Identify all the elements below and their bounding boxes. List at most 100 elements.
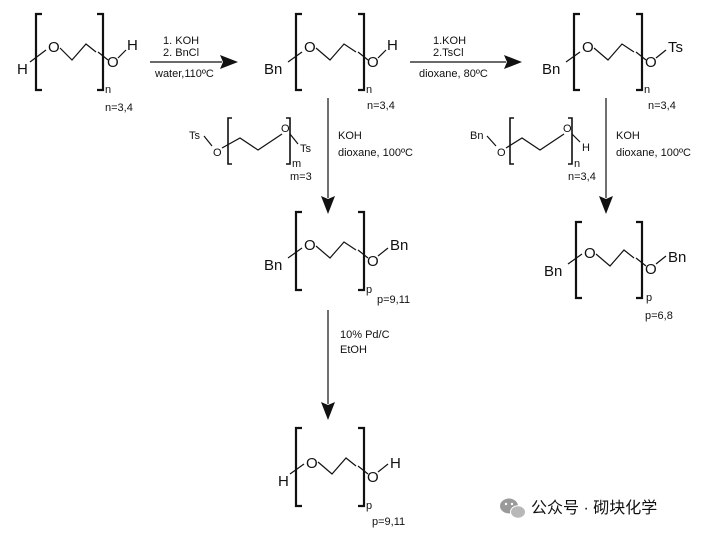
bracket-right — [636, 12, 644, 92]
bond — [287, 247, 303, 259]
bond-chain — [595, 249, 635, 267]
condition-line: EtOH — [340, 344, 367, 356]
atom-bn: Bn — [544, 263, 562, 280]
bond-chain — [315, 43, 357, 61]
bond — [377, 247, 389, 257]
bracket-left — [34, 12, 42, 92]
condition-line: dioxane, 100ºC — [338, 147, 413, 159]
atom-bn: Bn — [542, 61, 560, 78]
bracket-right — [636, 220, 644, 300]
atom-o: O — [563, 123, 572, 135]
bond — [203, 135, 213, 147]
condition-line: KOH — [338, 130, 362, 142]
bond — [357, 51, 369, 61]
compound-mono-benzyl-peg: Bn O O H n n=3,4 — [264, 12, 398, 112]
bond — [571, 133, 581, 143]
subscript-n: n — [105, 84, 111, 96]
bond — [377, 463, 389, 473]
condition-line: 10% Pd/C — [340, 329, 390, 341]
wechat-icon — [500, 498, 526, 519]
label-n-range: n=3,4 — [105, 102, 133, 114]
bracket-left — [572, 12, 580, 92]
atom-o: O — [306, 455, 318, 472]
bracket-right — [358, 12, 366, 92]
reaction-arrow-5: 10% Pd/C EtOH — [321, 310, 390, 420]
arrow-head — [220, 55, 238, 69]
condition-line: dioxane, 80ºC — [419, 68, 488, 80]
bond-chain — [59, 43, 97, 61]
bond — [289, 133, 299, 145]
atom-o: O — [48, 39, 60, 56]
arrow-head — [599, 196, 613, 214]
reagent-peg-ditosylate: Ts O O Ts m m=3 — [189, 117, 312, 183]
label-n-range: n=3,4 — [367, 100, 395, 112]
atom-h: H — [582, 142, 590, 154]
atom-o: O — [497, 147, 506, 159]
bond-chain — [593, 43, 635, 61]
bond — [567, 253, 583, 265]
subscript-p: p — [366, 500, 372, 512]
bond — [635, 51, 647, 61]
reaction-arrow-1: 1. KOH 2. BnCl water,110ºC — [150, 35, 238, 80]
bond — [29, 49, 47, 63]
bond — [357, 465, 369, 475]
bond — [635, 257, 647, 267]
bond — [97, 51, 109, 61]
reaction-arrow-2: 1.KOH 2.TsCl dioxane, 80ºC — [410, 35, 522, 80]
bond — [117, 49, 127, 59]
atom-ts: Ts — [189, 130, 201, 142]
bracket-left — [294, 210, 302, 292]
label-n-range: n=3,4 — [568, 171, 596, 183]
atom-h: H — [387, 37, 398, 54]
bond — [565, 51, 581, 63]
label-n-range: n=3,4 — [648, 100, 676, 112]
bracket-right — [358, 426, 366, 508]
bracket-right — [286, 117, 291, 165]
bond — [287, 51, 303, 63]
atom-h-left: H — [17, 61, 28, 78]
label-p-range: p=9,11 — [372, 516, 405, 528]
reagent-mono-benzyl-peg: Bn O O H n n=3,4 — [470, 117, 596, 183]
label-m-value: m=3 — [290, 171, 312, 183]
watermark: 公众号 · 砌块化学 — [500, 498, 657, 519]
atom-o: O — [367, 469, 379, 486]
bracket-right — [97, 12, 105, 92]
atom-h-left: H — [278, 473, 289, 490]
subscript-p: p — [366, 284, 372, 296]
bond-chain — [315, 241, 357, 259]
reaction-arrow-3: KOH dioxane, 100ºC — [321, 98, 413, 214]
bracket-right — [358, 210, 366, 292]
arrow-head — [321, 402, 335, 420]
condition-line: water,110ºC — [154, 68, 214, 80]
atom-o: O — [367, 253, 379, 270]
watermark-text: 公众号 · 砌块化学 — [531, 499, 657, 517]
bracket-left — [574, 220, 582, 300]
subscript-m: m — [292, 158, 301, 170]
atom-o: O — [107, 54, 119, 71]
bracket-left — [294, 12, 302, 92]
bond — [486, 135, 497, 147]
bond-chain — [221, 133, 283, 151]
bond — [655, 255, 667, 265]
label-p-range: p=9,11 — [377, 294, 410, 306]
bond — [357, 249, 369, 259]
atom-ts: Ts — [300, 143, 312, 155]
atom-bn: Bn — [390, 237, 408, 254]
bond-chain — [317, 457, 357, 475]
atom-o: O — [304, 237, 316, 254]
condition-line: 2. BnCl — [163, 47, 199, 59]
subscript-n: n — [574, 158, 580, 170]
atom-o: O — [213, 147, 222, 159]
atom-bn: Bn — [264, 61, 282, 78]
atom-h-right: H — [390, 455, 401, 472]
atom-bn: Bn — [470, 130, 483, 142]
reaction-arrow-4: KOH dioxane, 100ºC — [599, 98, 691, 214]
bracket-left — [294, 426, 302, 508]
atom-o: O — [367, 54, 379, 71]
label-p-range: p=6,8 — [645, 310, 673, 322]
condition-line: 2.TsCl — [433, 47, 464, 59]
atom-o: O — [281, 123, 290, 135]
bond — [655, 49, 667, 59]
atom-o: O — [582, 39, 594, 56]
